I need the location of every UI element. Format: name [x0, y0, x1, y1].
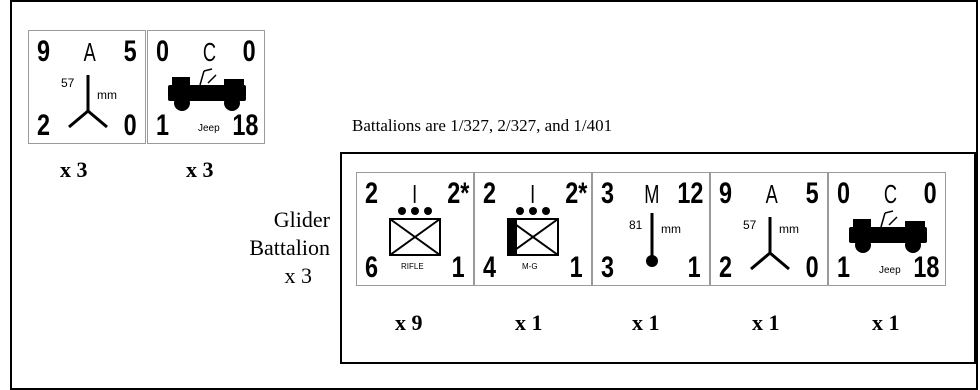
multiplier-label: x 1: [632, 310, 660, 335]
attack-value: 0: [837, 177, 851, 210]
defense-value: 2: [37, 109, 51, 142]
group-label-line2: Battalion: [249, 235, 330, 260]
unit-type-letter: C: [883, 179, 897, 209]
unit-type-letter: I: [412, 179, 418, 209]
range-value: 2*: [446, 177, 469, 210]
defense-value: 3: [601, 251, 615, 284]
movement-value: 0: [805, 251, 819, 284]
multiplier-label: x 1: [515, 310, 543, 335]
unit-type-letter: A: [83, 37, 96, 67]
multiplier-label: x 9: [395, 310, 423, 335]
movement-value: 1: [451, 251, 465, 284]
infantry-rifle-icon: [389, 207, 441, 256]
unit-type-letter: I: [530, 179, 536, 209]
caliber-unit-label: mm: [661, 222, 681, 236]
multiplier-label: x 1: [872, 310, 900, 335]
counter-infantry-rifle[interactable]: 2 I 2* 6 1 RIFLE: [356, 172, 474, 286]
machine-gun-icon: [507, 207, 559, 256]
antitank-gun-icon: [750, 217, 790, 271]
counter-antitank-57mm[interactable]: 9 A 5 2 0 57 mm: [710, 172, 828, 286]
counter-jeep[interactable]: 0 C 0 1 18 Jeep: [828, 172, 946, 286]
vehicle-label: Jeep: [198, 123, 220, 134]
antitank-gun-icon: [68, 75, 108, 129]
movement-value: 1: [569, 251, 583, 284]
range-value: 0: [242, 35, 256, 68]
movement-value: 18: [912, 251, 939, 284]
mortar-icon: [646, 213, 658, 267]
jeep-icon: [168, 68, 246, 111]
attack-value: 3: [601, 177, 615, 210]
caliber-unit-label: mm: [97, 88, 117, 102]
caliber-label: 57: [61, 76, 75, 90]
defense-value: 6: [365, 251, 379, 284]
group-label-line3: x 3: [284, 263, 313, 288]
movement-value: 18: [231, 109, 258, 142]
caliber-unit-label: mm: [779, 222, 799, 236]
caliber-label: 81: [629, 218, 643, 232]
weapon-label: RIFLE: [401, 262, 424, 271]
multiplier-label: x 3: [186, 157, 214, 182]
attack-value: 2: [483, 177, 497, 210]
glider-battalion-box: [340, 152, 976, 364]
counter-mortar-81mm[interactable]: 3 M 12 3 1 81 mm: [592, 172, 710, 286]
unit-type-letter: C: [202, 37, 216, 67]
defense-value: 4: [483, 251, 497, 284]
range-value: 2*: [564, 177, 587, 210]
counter-machine-gun[interactable]: 2 I 2* 4 1 M-G: [474, 172, 592, 286]
unit-type-letter: A: [765, 179, 778, 209]
attack-value: 9: [37, 35, 51, 68]
counter-antitank-57mm[interactable]: 9 A 5 2 0 57 mm: [28, 30, 146, 144]
defense-value: 1: [837, 251, 851, 284]
jeep-icon: [849, 210, 927, 253]
weapon-label: M-G: [522, 262, 538, 271]
range-value: 5: [123, 35, 137, 68]
attack-value: 0: [156, 35, 170, 68]
group-label: Glider Battalion x 3: [200, 206, 330, 290]
defense-value: 1: [156, 109, 170, 142]
range-value: 12: [676, 177, 703, 210]
movement-value: 1: [687, 251, 701, 284]
attack-value: 2: [365, 177, 379, 210]
range-value: 5: [805, 177, 819, 210]
caliber-label: 57: [743, 218, 757, 232]
group-label-line1: Glider: [273, 207, 330, 232]
attack-value: 9: [719, 177, 733, 210]
battalion-caption: Battalions are 1/327, 2/327, and 1/401: [352, 116, 613, 135]
defense-value: 2: [719, 251, 733, 284]
multiplier-label: x 3: [60, 157, 88, 182]
unit-type-letter: M: [644, 179, 660, 209]
counter-jeep[interactable]: 0 C 0 1 18 Jeep: [147, 30, 265, 144]
movement-value: 0: [123, 109, 137, 142]
vehicle-label: Jeep: [879, 265, 901, 276]
multiplier-label: x 1: [752, 310, 780, 335]
range-value: 0: [923, 177, 937, 210]
